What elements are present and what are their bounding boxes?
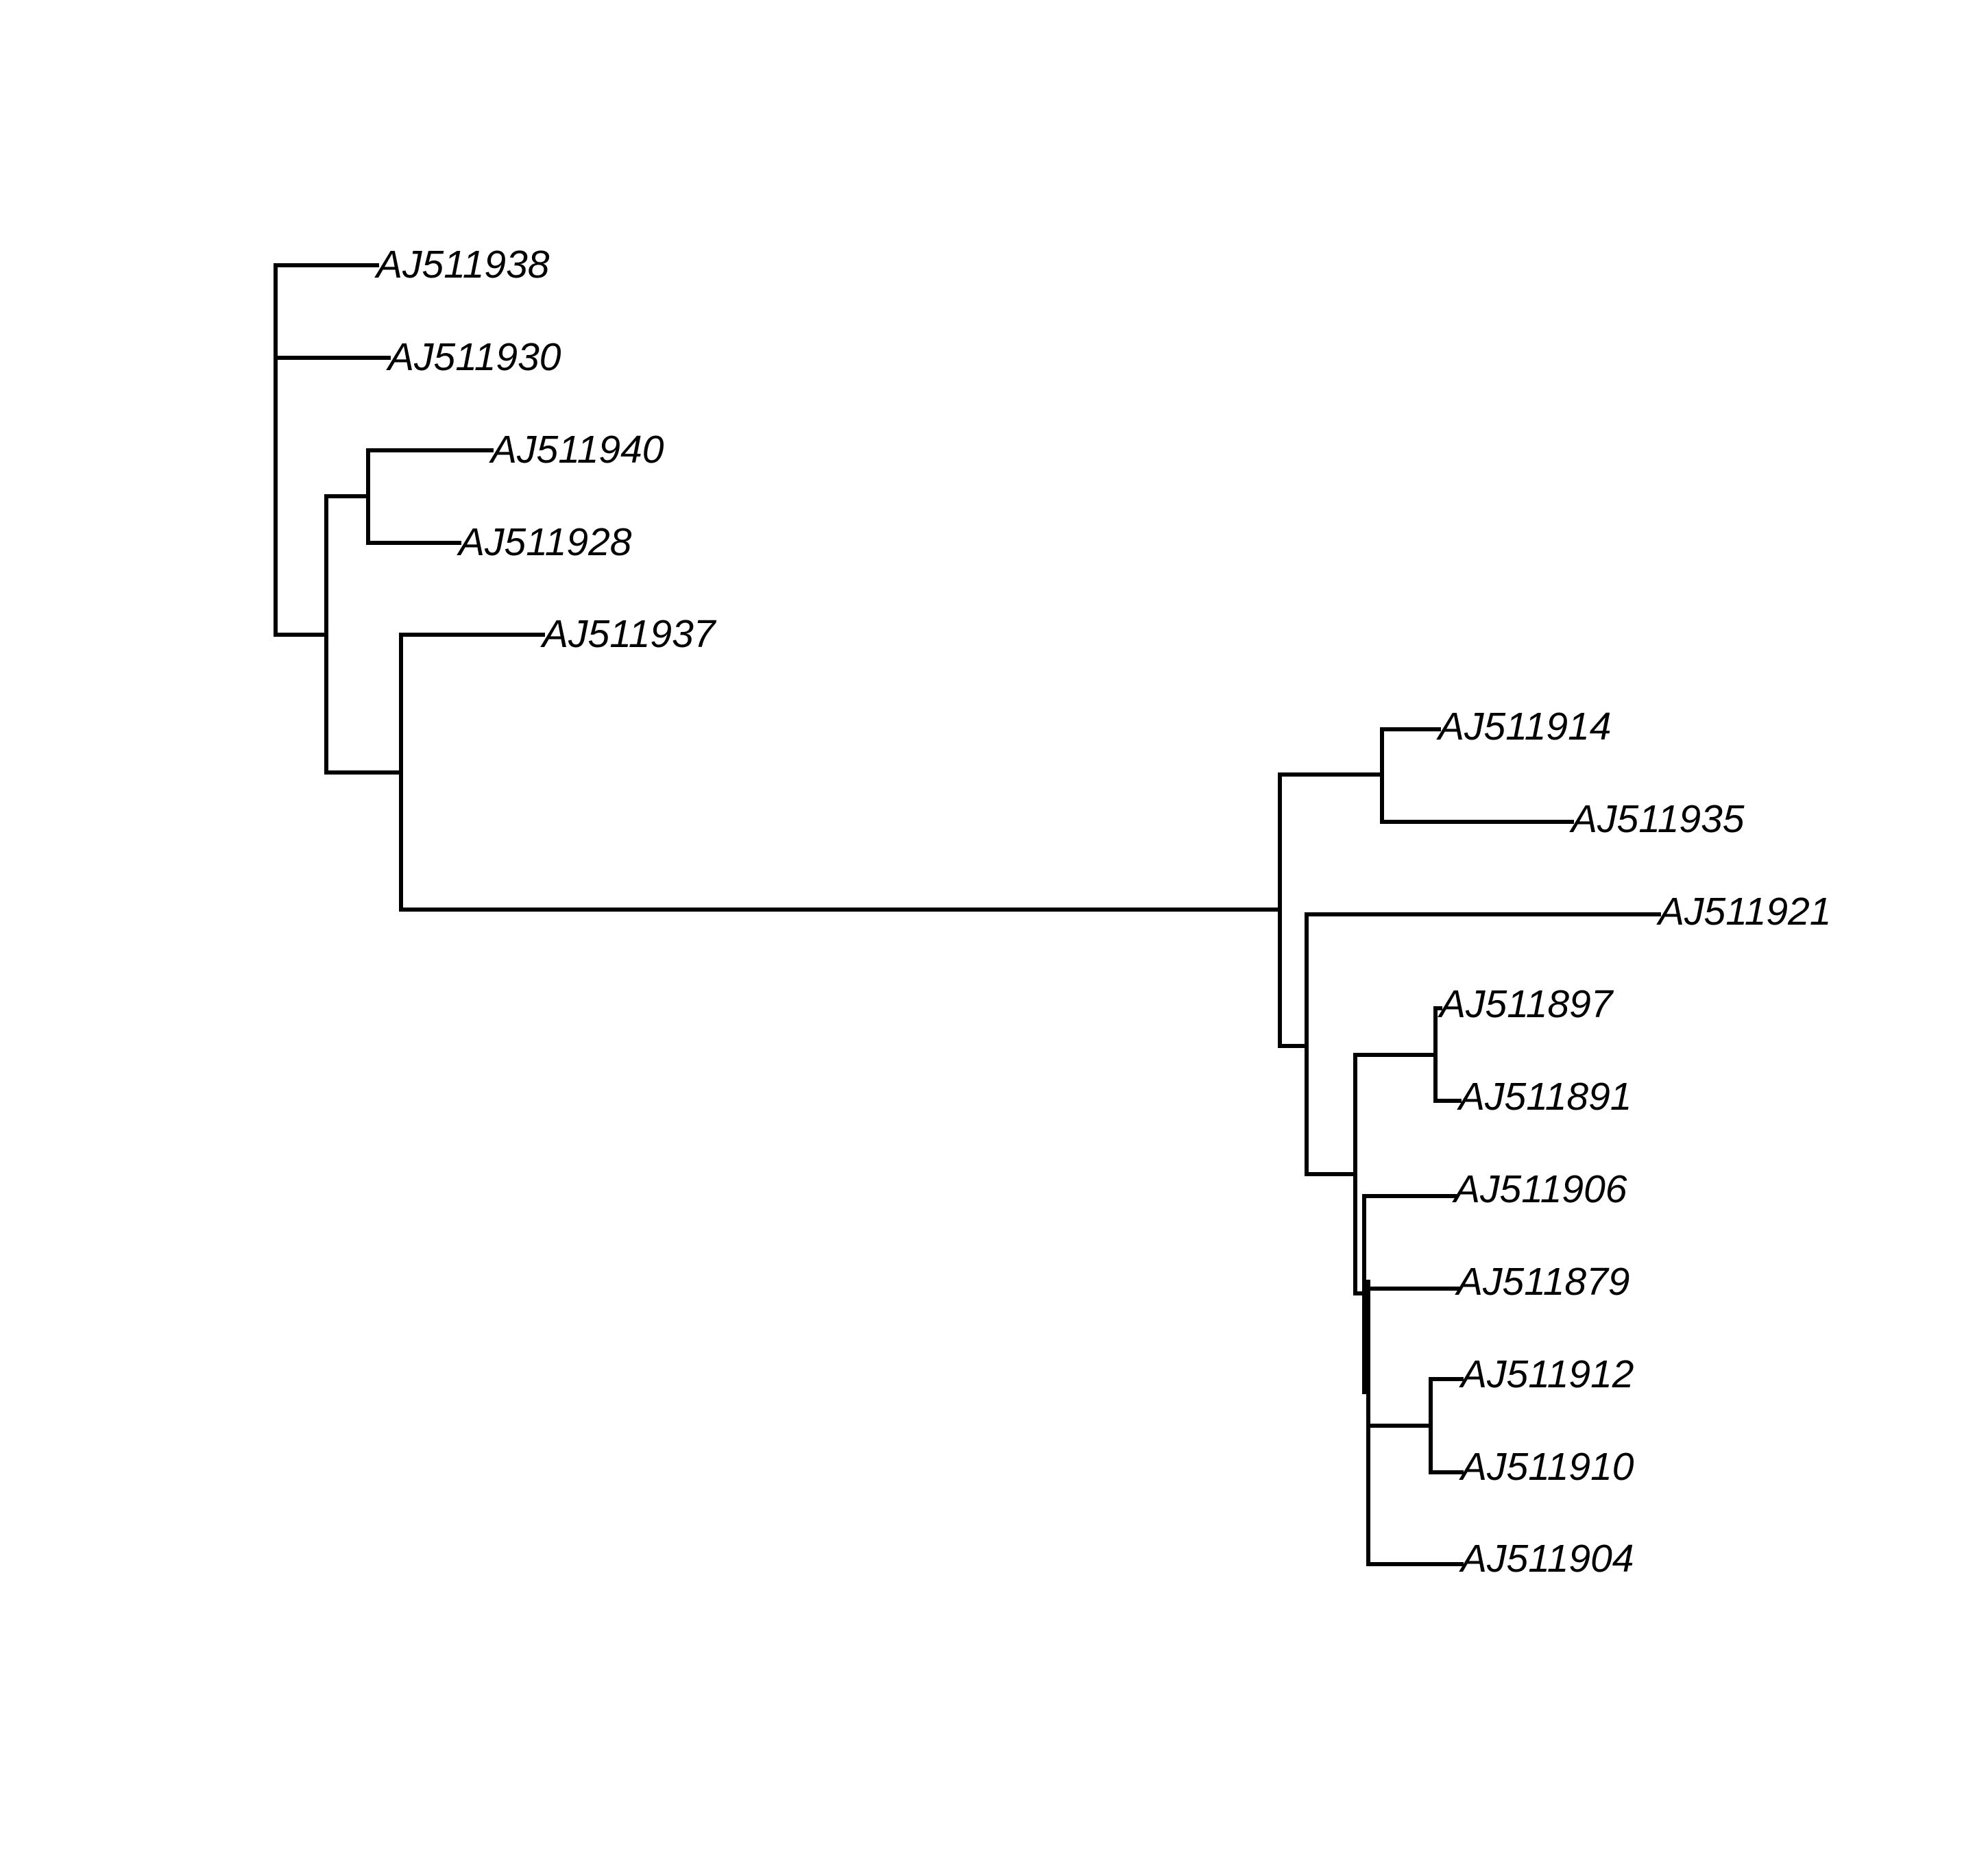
tip-label-8: AJ511921 — [1656, 890, 1832, 934]
tip-label-2: AJ511930 — [386, 335, 561, 379]
tip-label-1: AJ511938 — [374, 243, 550, 287]
tip-label-15: AJ511904 — [1459, 1537, 1634, 1581]
tip-label-6: AJ511914 — [1436, 705, 1612, 748]
tip-label-14: AJ511910 — [1459, 1445, 1634, 1489]
tip-label-3: AJ511940 — [489, 428, 664, 472]
tip-label-11: AJ511906 — [1452, 1167, 1627, 1211]
tree-branches — [274, 263, 1661, 1566]
tip-label-13: AJ511912 — [1459, 1352, 1634, 1396]
tip-label-12: AJ511879 — [1455, 1260, 1630, 1304]
tip-label-7: AJ511935 — [1569, 797, 1745, 841]
tip-label-4: AJ511928 — [457, 520, 632, 564]
tip-label-5: AJ511937 — [540, 612, 717, 656]
tip-labels: AJ511938 AJ511930 AJ511940 AJ511928 AJ51… — [374, 243, 1832, 1581]
tip-label-10: AJ511891 — [1457, 1075, 1632, 1119]
tip-label-9: AJ511897 — [1438, 982, 1614, 1026]
